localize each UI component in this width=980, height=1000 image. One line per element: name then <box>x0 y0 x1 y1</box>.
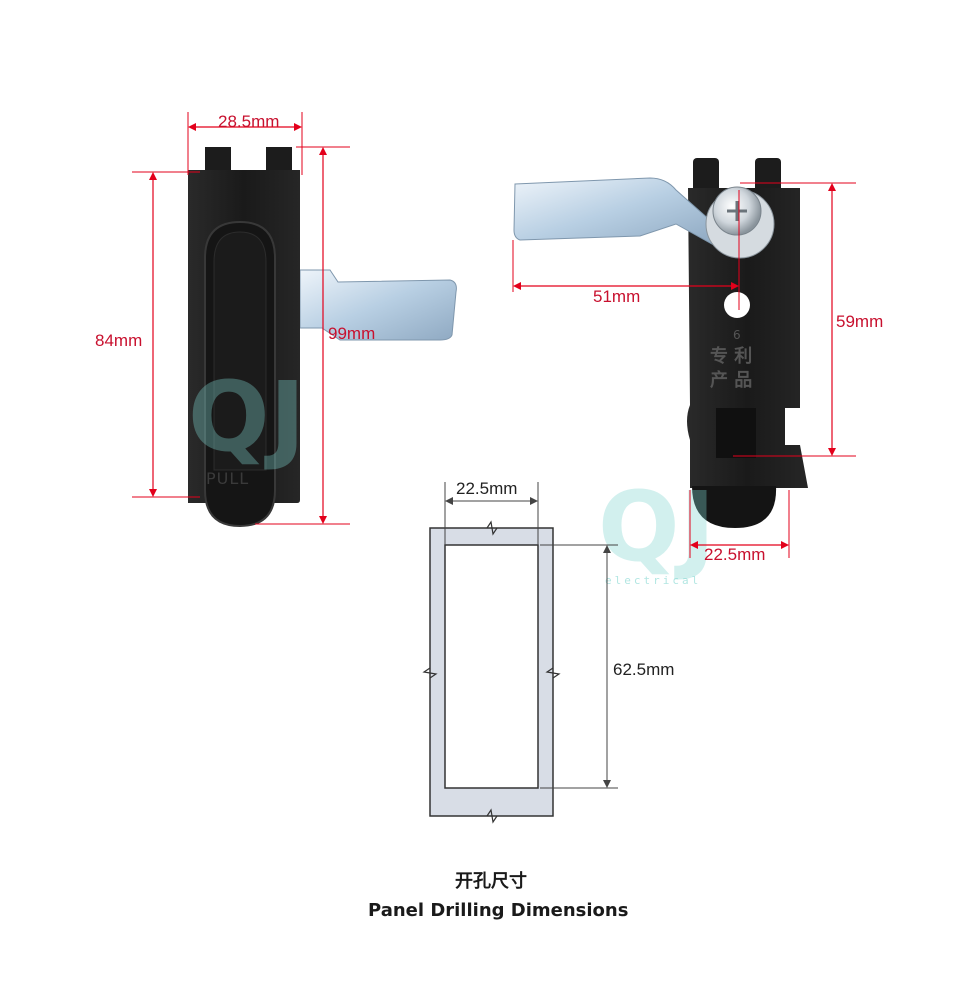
screw-cross-icon <box>727 201 747 221</box>
caption-chinese: 开孔尺寸 <box>455 870 527 892</box>
dim-body-height-label: 84mm <box>95 331 142 350</box>
right-latch-slot <box>716 408 756 458</box>
patent-embossing-2: 产 品 <box>710 369 752 391</box>
cutout-dim-width-label: 22.5mm <box>456 479 517 498</box>
cutout-dim-height-arrow-top <box>603 545 611 553</box>
dim-width-arrow-left <box>188 123 196 131</box>
dim-height-arrow-bottom <box>828 448 836 456</box>
dim-body-height-arrow-top <box>149 172 157 180</box>
dim-width-label: 28.5mm <box>218 112 279 131</box>
patent-embossing: 专 利 <box>710 345 752 367</box>
watermark-qj-left: QJ <box>188 361 305 473</box>
dim-handle-arrow-left <box>513 282 521 290</box>
cutout-dim-height-arrow-bottom <box>603 780 611 788</box>
dim-handle-arrow-right <box>731 282 739 290</box>
panel-cutout-drawing: 22.5mm 62.5mm <box>422 479 674 824</box>
left-latch-lug-left <box>205 147 231 173</box>
left-latch-tongue <box>299 269 457 341</box>
cutout-dim-width-arrow-left <box>445 497 453 505</box>
break-mark-top <box>486 520 498 536</box>
right-latch-arm <box>513 177 713 245</box>
dim-height-label: 59mm <box>836 312 883 331</box>
dim-body-height-arrow-bottom <box>149 489 157 497</box>
right-latch-knob <box>692 486 777 528</box>
left-latch-handle-inner <box>213 231 267 471</box>
pull-embossing: PULL <box>206 469 249 488</box>
dim-base-arrow-right <box>781 541 789 549</box>
left-latch-lug-right <box>266 147 292 173</box>
dim-height-arrow-top <box>828 183 836 191</box>
caption-english: Panel Drilling Dimensions <box>368 900 628 921</box>
dim-total-height-label: 99mm <box>328 324 375 343</box>
dim-base-label: 22.5mm <box>704 545 765 564</box>
cutout-inner <box>444 544 539 789</box>
dim-width-arrow-right <box>294 123 302 131</box>
right-latch-hole <box>724 292 750 318</box>
watermark-electrical: electrical <box>605 574 701 587</box>
break-mark-left <box>422 667 438 679</box>
dim-handle-label: 51mm <box>593 287 640 306</box>
break-mark-right <box>545 667 561 679</box>
dim-total-height-arrow-top <box>319 147 327 155</box>
right-latch-view: 专 利 产 品 6 QJ electrical 51mm 59mm 22.5mm <box>512 158 883 587</box>
mold-number: 6 <box>733 328 741 342</box>
watermark-qj-right: QJ <box>598 471 715 583</box>
break-mark-bottom <box>486 808 498 824</box>
cutout-dim-width-arrow-right <box>530 497 538 505</box>
dim-total-height-arrow-bottom <box>319 516 327 524</box>
cutout-dim-height-label: 62.5mm <box>613 660 674 679</box>
left-latch-view: PULL QJ 28.5mm 84mm 99mm <box>95 112 457 528</box>
dim-base-arrow-left <box>690 541 698 549</box>
